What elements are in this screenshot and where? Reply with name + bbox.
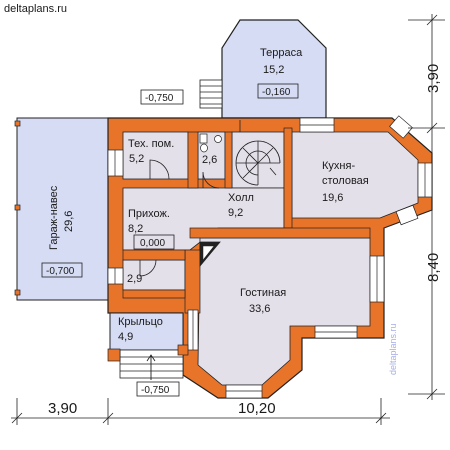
porch-area bbox=[109, 312, 184, 351]
garage-area bbox=[16, 117, 110, 301]
living-name: Гостиная bbox=[240, 287, 286, 299]
level-marks bbox=[41, 83, 299, 397]
level-terrace: -0,160 bbox=[262, 87, 291, 98]
tech-room-floor bbox=[122, 131, 189, 180]
dim-right-bottom: 8,40 bbox=[425, 253, 442, 282]
terrace-area-value: 15,2 bbox=[263, 64, 284, 76]
porch-columns bbox=[107, 344, 189, 362]
dim-bottom-left: 3,90 bbox=[48, 400, 77, 417]
tech-room-name: Тех. пом. bbox=[128, 138, 174, 150]
entry-arrow bbox=[146, 354, 156, 380]
entry-name: Прихож. bbox=[128, 208, 170, 220]
living-floor bbox=[197, 237, 371, 386]
kitchen-name-line1: Кухня- bbox=[322, 160, 355, 172]
terrace-steps bbox=[199, 79, 223, 109]
tech-room-area: 5,2 bbox=[129, 153, 144, 165]
garage-posts bbox=[14, 120, 21, 296]
storage-area: 2,9 bbox=[127, 273, 142, 285]
windows bbox=[107, 115, 433, 399]
level-top-left: -0,750 bbox=[145, 93, 174, 104]
site-label: deltaplans.ru bbox=[4, 3, 67, 15]
living-area: 33,6 bbox=[249, 303, 270, 315]
kitchen-name-line2: столовая bbox=[322, 175, 369, 187]
dimension-lines bbox=[11, 14, 445, 425]
kitchen-area: 19,6 bbox=[322, 192, 343, 204]
room-labels: Терраса 15,2 Тех. пом. 5,2 2,6 Кухня- ст… bbox=[48, 47, 369, 343]
interior-walls bbox=[122, 127, 371, 314]
dim-right-top: 3,90 bbox=[425, 64, 442, 93]
entry-area: 8,2 bbox=[128, 223, 143, 235]
terrace-name: Терраса bbox=[260, 47, 303, 59]
storage-floor bbox=[122, 259, 186, 291]
porch-name: Крыльцо bbox=[118, 316, 163, 328]
level-bottom: -0,750 bbox=[141, 385, 170, 396]
wc-area: 2,6 bbox=[202, 154, 217, 166]
garage-area-value: 29,6 bbox=[63, 211, 75, 232]
spiral-stairs bbox=[235, 140, 281, 186]
watermark: deltaplans.ru bbox=[388, 323, 398, 375]
porch-steps bbox=[119, 349, 184, 379]
level-entry: 0,000 bbox=[140, 238, 165, 249]
wc-fixtures bbox=[199, 133, 222, 153]
doors bbox=[139, 120, 241, 277]
garage-name: Гараж-навес bbox=[48, 185, 60, 250]
hall-name: Холл bbox=[228, 192, 254, 204]
level-garage: -0,700 bbox=[46, 266, 75, 277]
porch-area-value: 4,9 bbox=[118, 331, 133, 343]
dim-bottom-right: 10,20 bbox=[238, 400, 276, 417]
hall-area: 9,2 bbox=[228, 207, 243, 219]
room-floors bbox=[122, 131, 419, 386]
